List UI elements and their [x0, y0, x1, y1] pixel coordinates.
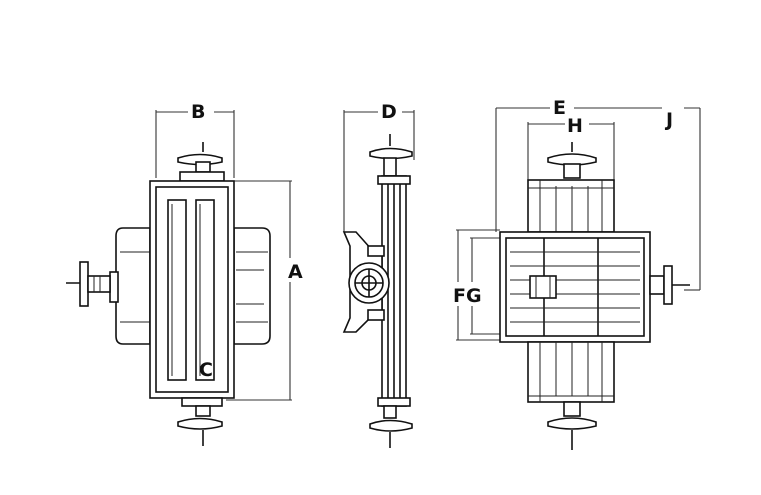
side-view: D [342, 100, 415, 448]
top-view: B A [66, 98, 309, 446]
dimension-fg: FG [452, 229, 500, 341]
front-main-table [499, 231, 651, 343]
label-d: D [381, 101, 397, 123]
dimension-h: H [527, 114, 615, 182]
dimension-b: B [155, 98, 235, 178]
base-carriage [109, 227, 271, 345]
front-lower-rails [527, 341, 615, 403]
label-e: E [553, 97, 566, 119]
front-right-handwheel [649, 265, 690, 305]
side-bottom-handwheel [369, 405, 413, 448]
front-upper-rails [527, 179, 615, 233]
front-bottom-handwheel [547, 401, 597, 450]
dimension-j: J [662, 104, 701, 291]
left-handwheel [66, 261, 111, 307]
label-b: B [191, 101, 205, 123]
top-handwheel [177, 142, 225, 182]
label-fg: FG [453, 285, 482, 307]
dimension-d: D [343, 100, 415, 232]
label-h: H [567, 115, 583, 137]
bottom-handwheel [177, 397, 223, 446]
front-view: E H J FG [452, 96, 701, 450]
label-j: J [664, 109, 673, 131]
main-table [149, 180, 235, 399]
side-top-handwheel [369, 134, 413, 177]
label-c: C [199, 359, 213, 381]
dimension-a: A [226, 180, 309, 401]
label-a: A [288, 261, 303, 283]
front-top-handwheel [547, 142, 597, 179]
side-base-bracket [342, 231, 390, 333]
